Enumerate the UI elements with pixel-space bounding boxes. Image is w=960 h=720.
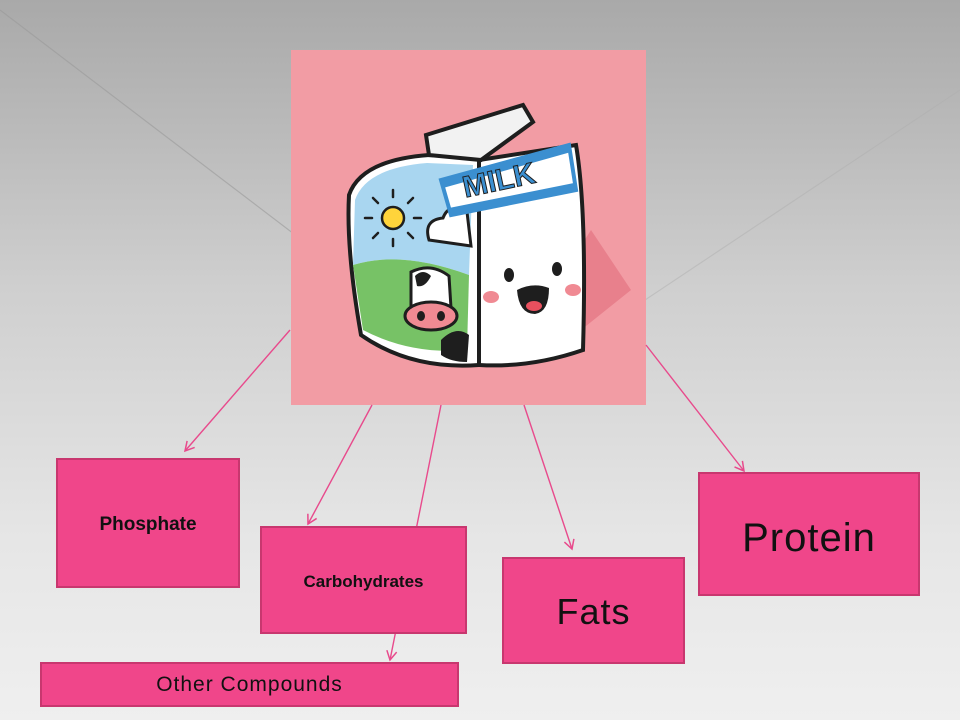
node-phosphate-label: Phosphate [99,514,197,535]
node-other-compounds: Other Compounds [40,662,459,707]
node-protein: Protein [698,472,920,596]
node-other-compounds-label: Other Compounds [156,672,343,696]
node-phosphate: Phosphate [56,458,240,588]
node-fats-label: Fats [556,591,631,632]
milk-carton-icon: MILK [346,102,631,368]
node-protein-label: Protein [742,516,876,560]
node-carbohydrates-label: Carbohydrates [303,572,424,591]
milk-image: MILK [291,50,646,405]
node-fats: Fats [502,557,685,664]
node-carbohydrates: Carbohydrates [260,526,467,634]
